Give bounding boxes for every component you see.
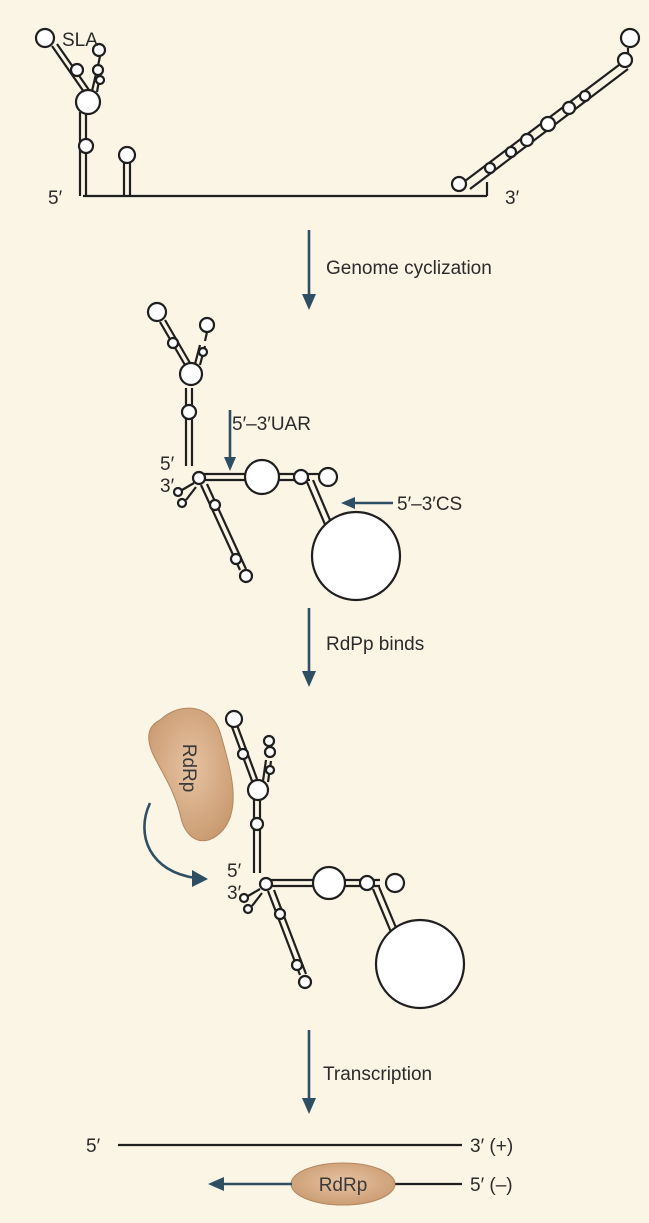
slb-hairpin bbox=[119, 147, 135, 196]
transcription-products: 5′ 3′ (+) 5′ (–) RdRp bbox=[86, 1136, 513, 1205]
rdrp-protein: RdRp bbox=[291, 1163, 395, 1205]
down-arrow-icon bbox=[302, 294, 316, 310]
rdrp-binding-step: RdPp binds bbox=[302, 608, 424, 687]
minus-five-prime-label: 5′ (–) bbox=[470, 1175, 513, 1196]
left-arrow-icon bbox=[341, 497, 355, 509]
five-prime-label: 5′ bbox=[48, 188, 63, 209]
rdrp-protein: RdRp bbox=[149, 708, 233, 841]
three-prime-label: 3′ bbox=[160, 476, 175, 497]
three-prime-label: 3′ bbox=[505, 188, 520, 209]
rdrp-label: RdRp bbox=[178, 744, 199, 793]
transcription-step: Transcription bbox=[302, 1030, 432, 1114]
plus-five-prime-label: 5′ bbox=[86, 1136, 101, 1157]
rdpp-binds-label: RdPp binds bbox=[326, 634, 424, 655]
uar-label: 5′–3′UAR bbox=[232, 414, 311, 435]
rdrp-bound-genome: RdRp bbox=[144, 708, 464, 1008]
three-prime-label: 3′ bbox=[227, 883, 242, 904]
genome-cyclization-label: Genome cyclization bbox=[326, 258, 492, 279]
down-arrow-icon bbox=[302, 671, 316, 687]
cyclized-genome: 5′ 3′ 5′–3′UAR 5′–3′CS bbox=[148, 303, 462, 600]
linear-genome: SLA 5′ 3′ bbox=[36, 29, 639, 209]
curved-arrow-icon bbox=[192, 870, 208, 887]
plus-three-prime-label: 3′ (+) bbox=[470, 1136, 513, 1157]
rdrp-label: RdRp bbox=[319, 1175, 368, 1196]
cs-label: 5′–3′CS bbox=[397, 494, 462, 515]
left-arrow-icon bbox=[208, 1177, 224, 1191]
down-arrow-icon bbox=[224, 457, 236, 471]
cyclization-step: Genome cyclization bbox=[302, 230, 492, 310]
sla-stem-loop bbox=[36, 29, 105, 196]
transcription-label: Transcription bbox=[323, 1064, 432, 1085]
five-prime-label: 5′ bbox=[227, 861, 242, 882]
down-arrow-icon bbox=[302, 1098, 316, 1114]
sla-label: SLA bbox=[62, 30, 98, 51]
five-prime-label: 5′ bbox=[160, 454, 175, 475]
three-prime-stem-loop bbox=[452, 29, 639, 196]
